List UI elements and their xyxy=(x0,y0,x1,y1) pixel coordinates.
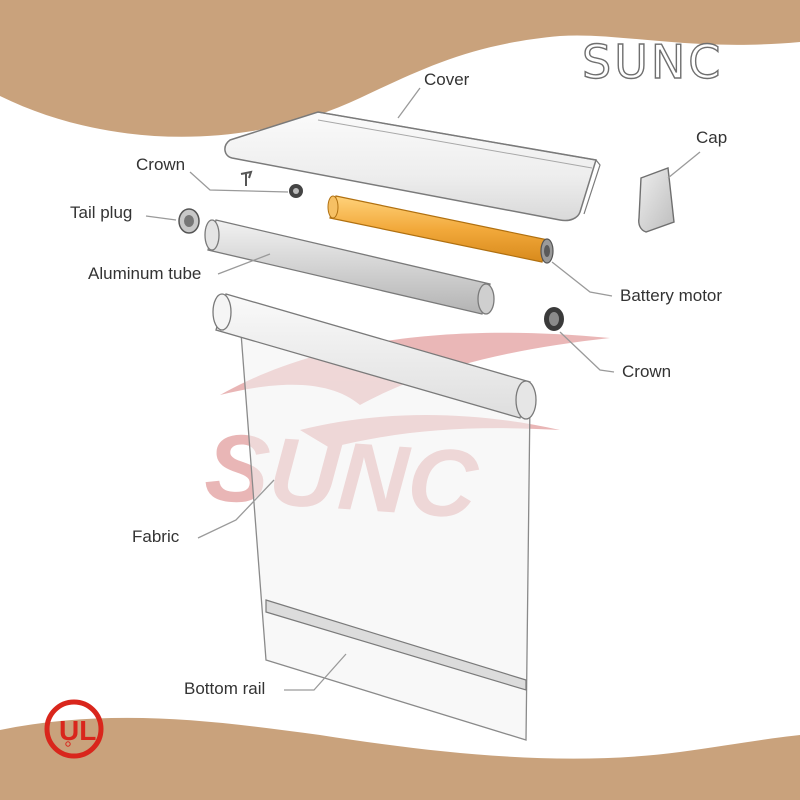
brand-logo-text: SUNC xyxy=(581,34,724,89)
label-bottom-rail: Bottom rail xyxy=(184,679,266,698)
fabric-roll-part xyxy=(212,293,537,420)
label-crown-top: Crown xyxy=(136,155,186,174)
leader-cover xyxy=(397,87,421,119)
leader-battery-motor xyxy=(551,261,613,297)
leader-lines xyxy=(145,87,701,691)
label-fabric: Fabric xyxy=(132,527,180,546)
leader-bottom-rail xyxy=(284,653,347,691)
leader-tail-plug xyxy=(145,215,177,221)
label-cover: Cover xyxy=(424,70,470,89)
background-top-shape xyxy=(0,0,800,137)
leader-crown-right xyxy=(559,331,615,373)
ul-certification-mark: UL xyxy=(44,699,104,759)
label-crown-right: Crown xyxy=(622,362,672,381)
crown-clip-small xyxy=(240,170,253,186)
aluminum-tube-part xyxy=(204,219,495,315)
label-aluminum-tube: Aluminum tube xyxy=(88,264,202,283)
leader-fabric xyxy=(197,479,275,539)
leader-cap xyxy=(667,151,701,179)
crown-ring-part xyxy=(544,307,564,331)
label-battery-motor: Battery motor xyxy=(620,286,723,305)
cover-part xyxy=(224,111,601,222)
battery-motor-part xyxy=(327,195,554,264)
label-tail-plug: Tail plug xyxy=(70,203,133,222)
bottom-rail-part xyxy=(265,599,527,691)
cap-part xyxy=(638,167,675,233)
tail-plug-part xyxy=(178,208,200,234)
leader-crown-top xyxy=(189,171,289,193)
background-bottom-shape xyxy=(0,717,800,800)
ul-mark-text: UL xyxy=(59,715,96,746)
label-cap: Cap xyxy=(696,128,728,147)
leader-aluminum-tube xyxy=(217,253,271,275)
crown-gear-small xyxy=(289,184,303,198)
